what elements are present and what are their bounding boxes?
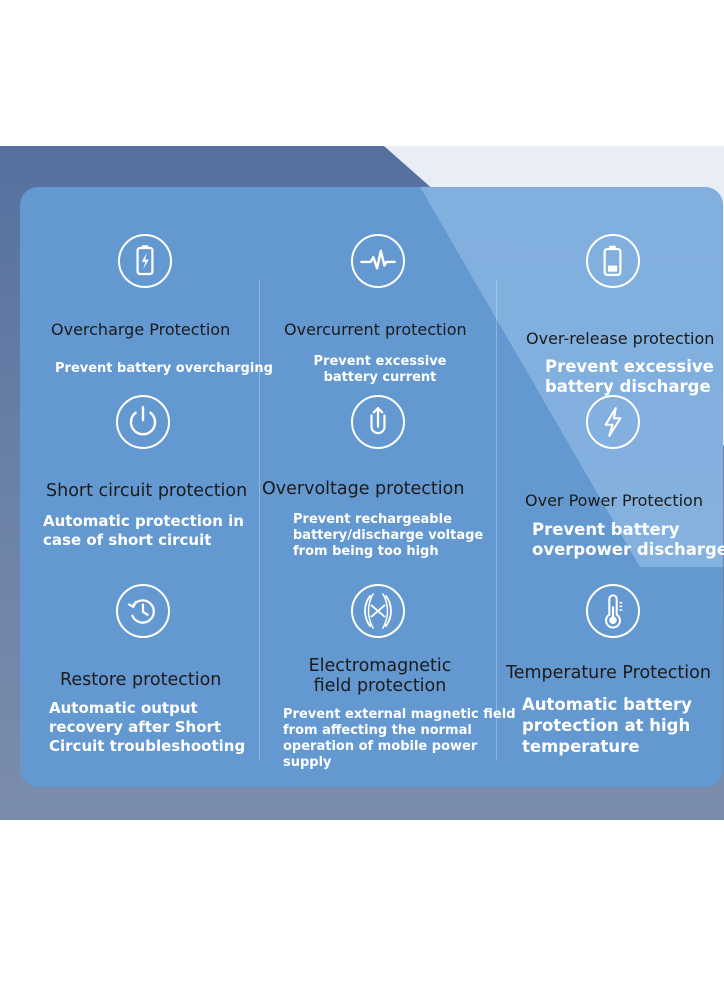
feature-title-restore: Restore protection xyxy=(60,670,222,690)
lightning-icon xyxy=(586,395,640,449)
battery-low-icon xyxy=(586,234,640,288)
restore-clock-icon xyxy=(116,584,170,638)
feature-desc-overcurrent: Prevent excessive battery current xyxy=(313,354,447,385)
feature-desc-over-release: Prevent excessive battery discharge xyxy=(545,357,714,396)
feature-title-over-release: Over-release protection xyxy=(526,329,715,348)
feature-desc-restore: Automatic output recovery after Short Ci… xyxy=(49,699,246,755)
feature-title-overcurrent: Overcurrent protection xyxy=(284,320,467,339)
upload-arrow-icon xyxy=(351,395,405,449)
feature-desc-overvoltage: Prevent rechargeable battery/discharge v… xyxy=(293,512,484,559)
power-icon xyxy=(116,395,170,449)
feature-title-electromagnetic: Electromagnetic field protection xyxy=(308,656,452,696)
magnetic-field-icon xyxy=(351,584,405,638)
feature-title-overcharge: Overcharge Protection xyxy=(51,320,231,339)
feature-title-temperature: Temperature Protection xyxy=(506,663,711,683)
thermometer-icon xyxy=(586,584,640,638)
battery-charging-icon xyxy=(118,234,172,288)
feature-desc-temperature: Automatic battery protection at high tem… xyxy=(522,695,692,756)
feature-title-overvoltage: Overvoltage protection xyxy=(262,479,465,499)
feature-desc-over-power: Prevent battery overpower discharge xyxy=(532,520,724,559)
column-divider xyxy=(259,280,260,760)
feature-title-over-power: Over Power Protection xyxy=(525,491,703,510)
column-divider xyxy=(496,280,497,760)
feature-desc-electromagnetic: Prevent external magnetic field from aff… xyxy=(283,707,516,770)
feature-title-short-circuit: Short circuit protection xyxy=(46,481,248,501)
feature-desc-short-circuit: Automatic protection in case of short ci… xyxy=(43,512,244,549)
pulse-wave-icon xyxy=(351,234,405,288)
feature-desc-overcharge: Prevent battery overcharging xyxy=(55,361,273,376)
